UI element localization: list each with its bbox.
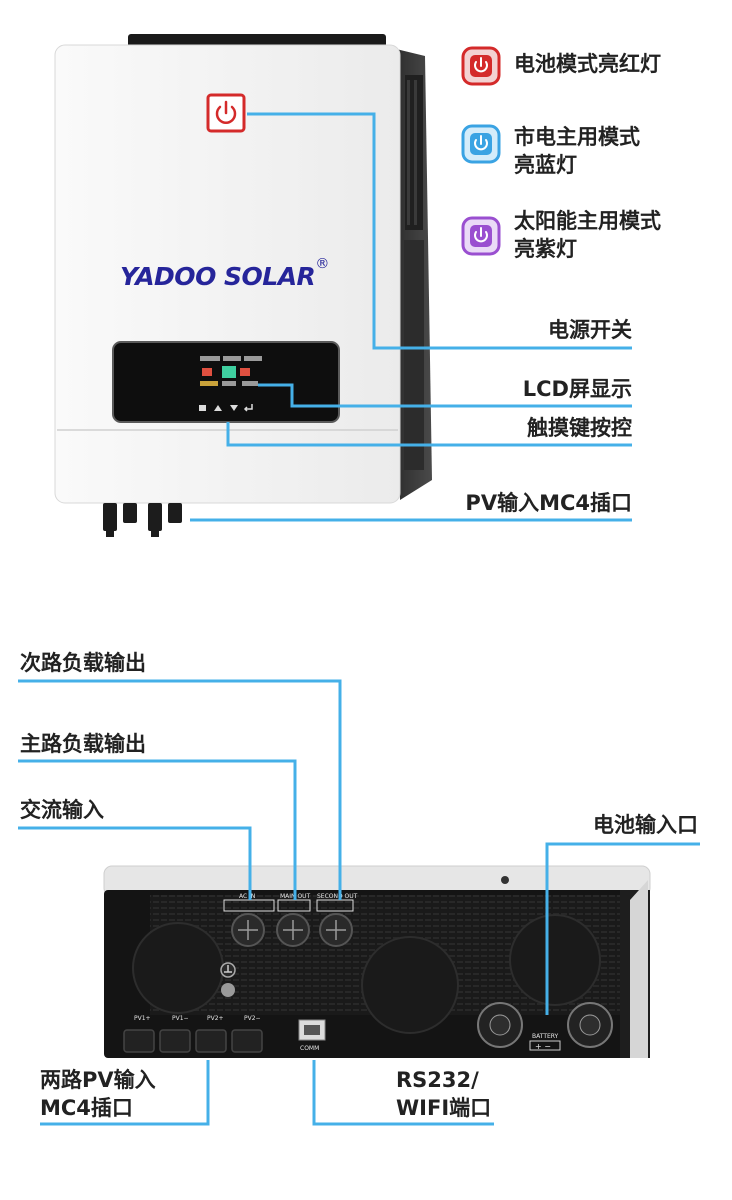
- indicator-blue-icon: [461, 124, 501, 164]
- fan-middle: [361, 936, 459, 1034]
- secondary-load-leader: [18, 679, 342, 900]
- main-load-leader: [18, 759, 297, 900]
- registered-mark: ®: [315, 256, 329, 272]
- fan-right: [509, 914, 601, 1006]
- bottom-view: AC IN MAIN OUT SECOND OUT PV1+ PV1− PV2+…: [103, 865, 651, 1058]
- ac-input-label: 交流输入: [20, 798, 104, 822]
- power-button[interactable]: [206, 93, 246, 133]
- indicator-red-label: 电池模式亮红灯: [514, 52, 661, 76]
- indicator-purple-label-line2: 亮紫灯: [514, 237, 577, 261]
- front-mc4-connectors: [103, 503, 182, 537]
- second-out-text: SECOND OUT: [317, 893, 358, 900]
- front-callout-lines: [190, 112, 632, 522]
- rs232-label-line2: WIFI端口: [396, 1096, 492, 1120]
- touch-keys[interactable]: [199, 404, 253, 412]
- secondary-load-label: 次路负载输出: [20, 651, 146, 675]
- front-view: [54, 34, 432, 537]
- indicator-blue-label-line1: 市电主用模式: [514, 125, 640, 149]
- ac-in-text: AC IN: [239, 893, 255, 900]
- indicator-red-icon: [461, 46, 501, 86]
- lcd-leader: [258, 383, 632, 408]
- bottom-mc4-connectors: [123, 1029, 263, 1053]
- brand-logo: YADOO SOLAR®: [120, 256, 329, 291]
- pv2-plus-text: PV2+: [207, 1015, 224, 1022]
- up-key-icon[interactable]: [214, 405, 222, 411]
- battery-text: BATTERY: [532, 1033, 559, 1040]
- battery-terminals: BATTERY + −: [477, 1002, 613, 1051]
- touch-keys-label: 触摸键按控: [527, 416, 632, 440]
- indicator-blue-label-line2: 亮蓝灯: [514, 153, 577, 177]
- plus-minus-icon: + −: [535, 1042, 551, 1051]
- battery-input-label: 电池输入口: [593, 813, 698, 837]
- battery-input-leader: [545, 842, 700, 1015]
- pv1-plus-text: PV1+: [134, 1015, 151, 1022]
- side-fins: [404, 75, 424, 470]
- indicator-purple-label-line1: 太阳能主用模式: [514, 209, 661, 233]
- pv1-minus-text: PV1−: [172, 1015, 189, 1022]
- power-switch-label: 电源开关: [548, 318, 632, 342]
- screw: [501, 876, 509, 884]
- comm-text: COMM: [300, 1045, 319, 1052]
- indicator-purple-icon: [461, 216, 501, 256]
- lcd-label: LCD屏显示: [522, 377, 632, 401]
- main-load-label: 主路负载输出: [20, 732, 146, 756]
- dual-pv-leader: [40, 1060, 210, 1126]
- ground-bolt: [221, 983, 235, 997]
- brand-name: YADOO SOLAR: [120, 262, 316, 291]
- menu-key-icon[interactable]: [199, 405, 206, 411]
- pv-input-label: PV输入MC4插口: [465, 491, 632, 515]
- rs232-leader: [312, 1060, 494, 1126]
- enter-key-icon[interactable]: [243, 404, 253, 412]
- lcd-panel: [112, 341, 340, 423]
- bottom-callout-lines: [18, 679, 700, 1126]
- touch-keys-leader: [226, 422, 632, 447]
- down-key-icon[interactable]: [230, 405, 238, 411]
- rs232-label-line1: RS232/: [396, 1068, 479, 1092]
- power-switch-leader: [247, 112, 632, 350]
- fan-left: [132, 922, 224, 1014]
- pv2-minus-text: PV2−: [244, 1015, 261, 1022]
- dual-pv-label-line1: 两路PV输入: [40, 1068, 156, 1092]
- comm-port: COMM: [298, 1019, 326, 1052]
- dual-pv-label-line2: MC4插口: [40, 1096, 133, 1120]
- ground-icon: [220, 962, 236, 978]
- ac-input-leader: [18, 826, 252, 900]
- right-side-edge: [630, 880, 648, 1058]
